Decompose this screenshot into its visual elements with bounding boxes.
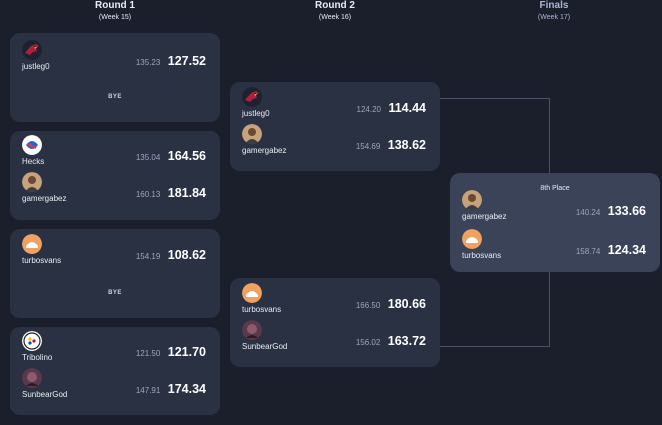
team-name: Hecks xyxy=(22,157,45,166)
team-name: turbosvans xyxy=(242,305,282,314)
actual-score: 108.62 xyxy=(167,248,206,262)
team-name: justleg0 xyxy=(242,109,270,118)
team-name: gamergabez xyxy=(22,194,67,203)
matchup-card-r1-m3[interactable]: turbosvans 154.19 108.62 BYE xyxy=(10,229,220,318)
team-name: Tribolino xyxy=(22,353,53,362)
projected-score: 154.69 xyxy=(355,142,381,151)
team-row[interactable]: gamergabez 140.24 133.66 xyxy=(462,190,648,224)
round-header-finals: Finals (Week 17) xyxy=(489,0,619,24)
team-scores: 158.74 124.34 xyxy=(576,241,646,259)
projected-score: 154.19 xyxy=(135,252,161,261)
team-row[interactable]: Tribolino 121.50 121.70 xyxy=(22,331,208,365)
team-scores: 156.02 163.72 xyxy=(356,332,426,350)
team-scores: 135.23 127.52 xyxy=(136,52,206,70)
cardinals-logo-icon xyxy=(22,40,42,60)
projected-score: 160.13 xyxy=(135,190,161,199)
gamergabez-photo-icon xyxy=(242,124,262,144)
actual-score: 138.62 xyxy=(387,138,426,152)
round-week: (Week 17) xyxy=(537,14,571,21)
projected-score: 124.20 xyxy=(356,105,381,114)
round-title: Round 2 xyxy=(315,0,355,11)
team-scores: 154.19 108.62 xyxy=(136,246,206,264)
team-scores: 160.13 181.84 xyxy=(136,184,206,202)
team-row[interactable]: turbosvans 166.50 180.66 xyxy=(242,283,428,317)
gamergabez-photo-icon xyxy=(462,190,482,210)
team-scores: 140.24 133.66 xyxy=(576,202,646,220)
team-row[interactable]: gamergabez 160.13 181.84 xyxy=(22,172,208,206)
round-header-1: Round 1 (Week 15) xyxy=(50,0,180,24)
sunbeargod-photo-icon xyxy=(242,320,262,340)
projected-score: 135.23 xyxy=(135,58,161,67)
projected-score: 166.50 xyxy=(355,301,381,310)
team-row[interactable]: justleg0 135.23 127.52 xyxy=(22,40,208,74)
round-title: Finals xyxy=(539,0,569,11)
actual-score: 164.56 xyxy=(167,149,206,163)
team-name: SunbearGod xyxy=(22,390,68,399)
projected-score: 121.50 xyxy=(135,349,161,358)
team-name: gamergabez xyxy=(462,212,507,221)
matchup-card-r2-m1[interactable]: justleg0 124.20 114.44 gamergabez 154.69… xyxy=(230,82,440,171)
actual-score: 124.34 xyxy=(607,243,646,257)
connector-line xyxy=(440,98,549,99)
team-scores: 154.69 138.62 xyxy=(356,136,426,154)
team-row[interactable]: turbosvans 158.74 124.34 xyxy=(462,229,648,263)
actual-score: 133.66 xyxy=(607,204,646,218)
team-row[interactable]: gamergabez 154.69 138.62 xyxy=(242,124,428,158)
team-scores: 166.50 180.66 xyxy=(356,295,426,313)
matchup-card-r1-m2[interactable]: Hecks 135.04 164.56 gamergabez 160.13 18… xyxy=(10,131,220,220)
team-row[interactable]: turbosvans 154.19 108.62 xyxy=(22,234,208,268)
team-name: justleg0 xyxy=(22,62,50,71)
connector-line xyxy=(440,346,550,347)
team-name: turbosvans xyxy=(462,251,502,260)
round-week: (Week 16) xyxy=(318,14,352,21)
placement-label: 8th Place xyxy=(540,185,570,192)
gamergabez-photo-icon xyxy=(22,172,42,192)
team-row[interactable]: SunbearGod 147.91 174.34 xyxy=(22,368,208,402)
cardinals-logo-icon xyxy=(242,87,262,107)
matchup-card-r2-m2[interactable]: turbosvans 166.50 180.66 SunbearGod 156.… xyxy=(230,278,440,367)
team-name: gamergabez xyxy=(242,146,287,155)
projected-score: 158.74 xyxy=(575,247,601,256)
actual-score: 127.52 xyxy=(167,54,206,68)
team-scores: 121.50 121.70 xyxy=(136,343,206,361)
turbosvans-logo-icon xyxy=(22,234,42,254)
round-header-2: Round 2 (Week 16) xyxy=(270,0,400,24)
turbosvans-logo-icon xyxy=(242,283,262,303)
round-week: (Week 15) xyxy=(98,14,132,21)
team-name: turbosvans xyxy=(22,256,62,265)
bye-label: BYE xyxy=(108,94,122,100)
steelers-logo-icon xyxy=(22,331,42,351)
sunbeargod-photo-icon xyxy=(22,368,42,388)
projected-score: 147.91 xyxy=(135,386,161,395)
actual-score: 114.44 xyxy=(388,101,426,115)
projected-score: 140.24 xyxy=(575,208,601,217)
actual-score: 163.72 xyxy=(387,334,426,348)
projected-score: 156.02 xyxy=(355,338,381,347)
hecks-logo-icon xyxy=(22,135,42,155)
team-row[interactable]: Hecks 135.04 164.56 xyxy=(22,135,208,169)
actual-score: 121.70 xyxy=(167,345,206,359)
projected-score: 135.04 xyxy=(135,153,161,162)
matchup-card-r1-m1[interactable]: justleg0 135.23 127.52 BYE xyxy=(10,33,220,122)
team-row[interactable]: SunbearGod 156.02 163.72 xyxy=(242,320,428,354)
team-scores: 124.20 114.44 xyxy=(357,99,426,117)
actual-score: 180.66 xyxy=(387,297,426,311)
actual-score: 181.84 xyxy=(167,186,206,200)
actual-score: 174.34 xyxy=(167,382,206,396)
team-name: SunbearGod xyxy=(242,342,288,351)
team-scores: 147.91 174.34 xyxy=(136,380,206,398)
matchup-card-finals-8th-place[interactable]: 8th Place gamergabez 140.24 133.66 turbo… xyxy=(450,173,660,272)
turbosvans-logo-icon xyxy=(462,229,482,249)
matchup-card-r1-m4[interactable]: Tribolino 121.50 121.70 SunbearGod 147.9… xyxy=(10,327,220,415)
round-title: Round 1 xyxy=(95,0,135,11)
team-scores: 135.04 164.56 xyxy=(136,147,206,165)
team-row[interactable]: justleg0 124.20 114.44 xyxy=(242,87,428,121)
bye-label: BYE xyxy=(108,290,122,296)
